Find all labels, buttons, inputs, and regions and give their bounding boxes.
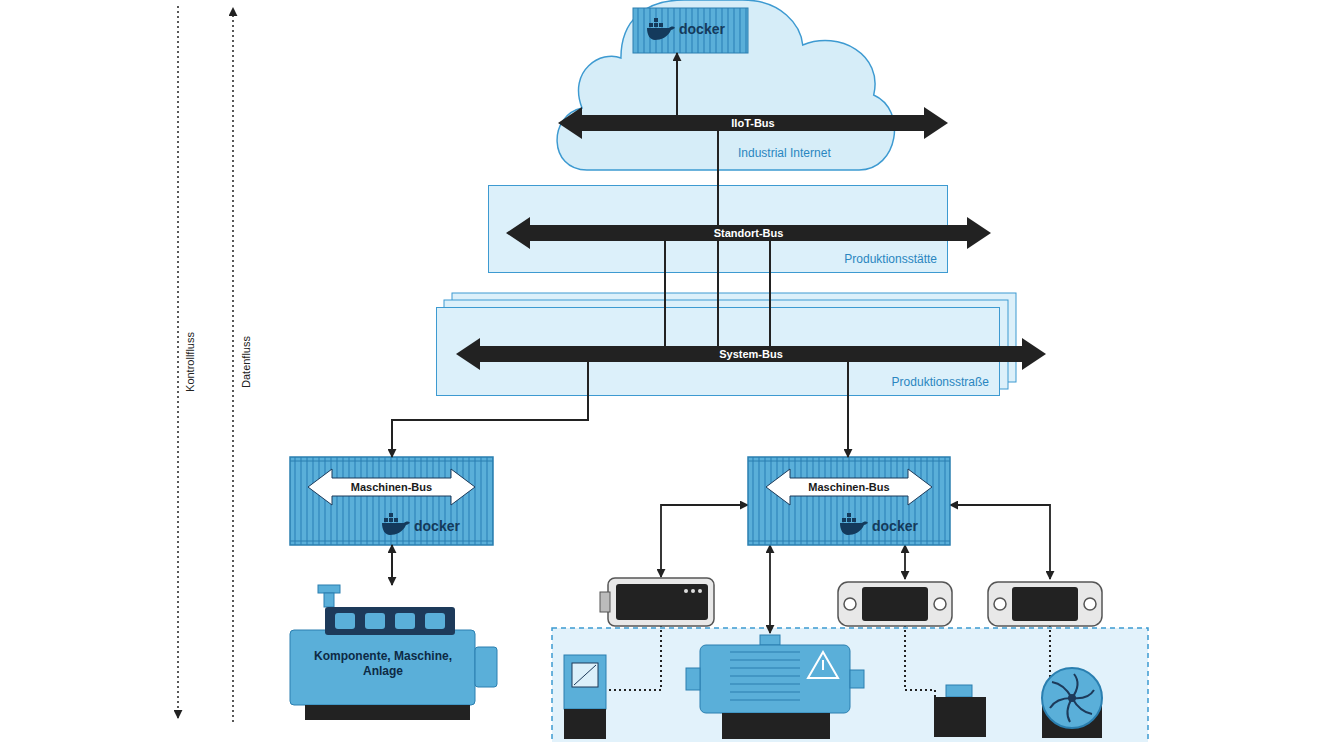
connector bbox=[847, 362, 849, 457]
fan bbox=[1042, 668, 1102, 738]
bus-arrow: Standort-Bus bbox=[506, 225, 991, 241]
node-label: Produktionsstätte bbox=[844, 252, 937, 267]
connector bbox=[392, 362, 588, 457]
gateway-device bbox=[600, 578, 714, 626]
machine-container-shape bbox=[748, 457, 950, 545]
flow-label: Datenfluss bbox=[240, 336, 252, 388]
bus-label: Maschinen-Bus bbox=[766, 478, 932, 496]
docker-whale bbox=[382, 513, 410, 535]
bus-label: System-Bus bbox=[456, 346, 1046, 362]
node-label: Komponente, Maschine, Anlage bbox=[308, 649, 458, 679]
node-label: docker bbox=[679, 21, 725, 39]
flow-arrow bbox=[177, 6, 179, 718]
bus-label: IIoT-Bus bbox=[558, 115, 948, 131]
bus-arrow: IIoT-Bus bbox=[558, 115, 948, 131]
actuator bbox=[934, 685, 986, 737]
device-region bbox=[552, 628, 1148, 742]
docker-whale bbox=[647, 18, 675, 40]
motor bbox=[686, 635, 864, 739]
bus-arrow: System-Bus bbox=[456, 346, 1046, 362]
docker-container: docker bbox=[633, 8, 748, 53]
connector bbox=[676, 53, 678, 115]
machine-container: Maschinen-Bus docker bbox=[290, 457, 493, 545]
node-label: Industrial Internet bbox=[738, 146, 831, 161]
connector bbox=[391, 545, 393, 585]
cloud-region: dockerIIoT-BusIndustrial Internet bbox=[548, 0, 898, 180]
node-label: docker bbox=[414, 518, 460, 536]
connector bbox=[769, 241, 771, 346]
machine-container: Maschinen-Bus docker bbox=[748, 457, 950, 545]
connector bbox=[717, 241, 719, 346]
node-label: docker bbox=[872, 518, 918, 536]
machine-container-shape bbox=[290, 457, 493, 545]
flow-arrow bbox=[232, 8, 234, 722]
flow-label: Kontrollfluss bbox=[184, 332, 196, 392]
node-label: Produktionsstraße bbox=[892, 375, 989, 390]
sensor-device bbox=[838, 582, 1102, 626]
bus-label: Standort-Bus bbox=[506, 225, 991, 241]
converter-box bbox=[564, 655, 606, 739]
bus-label: Maschinen-Bus bbox=[308, 478, 475, 496]
machine: Komponente, Maschine, Anlage bbox=[290, 585, 500, 720]
docker-whale bbox=[840, 513, 868, 535]
connector bbox=[717, 131, 719, 225]
connector bbox=[664, 241, 666, 346]
